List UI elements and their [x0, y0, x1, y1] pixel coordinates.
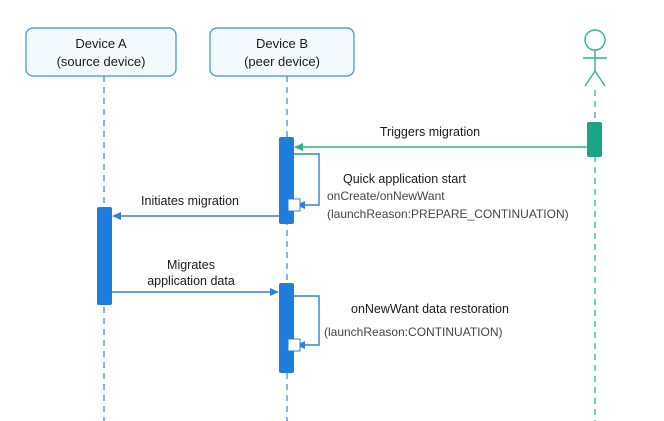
- prepare-reason-label: (launchReason:PREPARE_CONTINUATION): [327, 207, 569, 221]
- restoration-label: onNewWant data restoration: [351, 302, 509, 316]
- participant-device-b: Device B (peer device): [209, 27, 355, 77]
- continuation-reason-label: (launchReason:CONTINUATION): [324, 325, 503, 339]
- migrates-label-line1: Migrates: [167, 258, 215, 272]
- quick-start-self-box: [287, 198, 301, 212]
- device-a-name: Device A: [75, 36, 127, 51]
- quick-start-self-arrow: [294, 153, 320, 209]
- device-b-name: Device B: [256, 36, 308, 51]
- device-a-activation-bar: [97, 207, 112, 305]
- initiates-migration-label: Initiates migration: [141, 194, 239, 208]
- on-create-label: onCreate/onNewWant: [327, 189, 445, 203]
- device-b-role: (peer device): [244, 54, 320, 69]
- quick-start-label: Quick application start: [343, 172, 467, 186]
- triggers-migration-label: Triggers migration: [380, 125, 480, 139]
- restoration-self-arrow: [294, 295, 320, 349]
- migrates-label-line2: application data: [147, 274, 235, 288]
- restoration-self-box: [287, 338, 301, 352]
- device-b-activation-bar-2: [279, 283, 294, 373]
- participant-device-a: Device A (source device): [25, 27, 177, 77]
- stick-figure-actor-icon: [583, 29, 607, 87]
- device-a-role: (source device): [57, 54, 146, 69]
- user-activation-bar: [587, 122, 602, 157]
